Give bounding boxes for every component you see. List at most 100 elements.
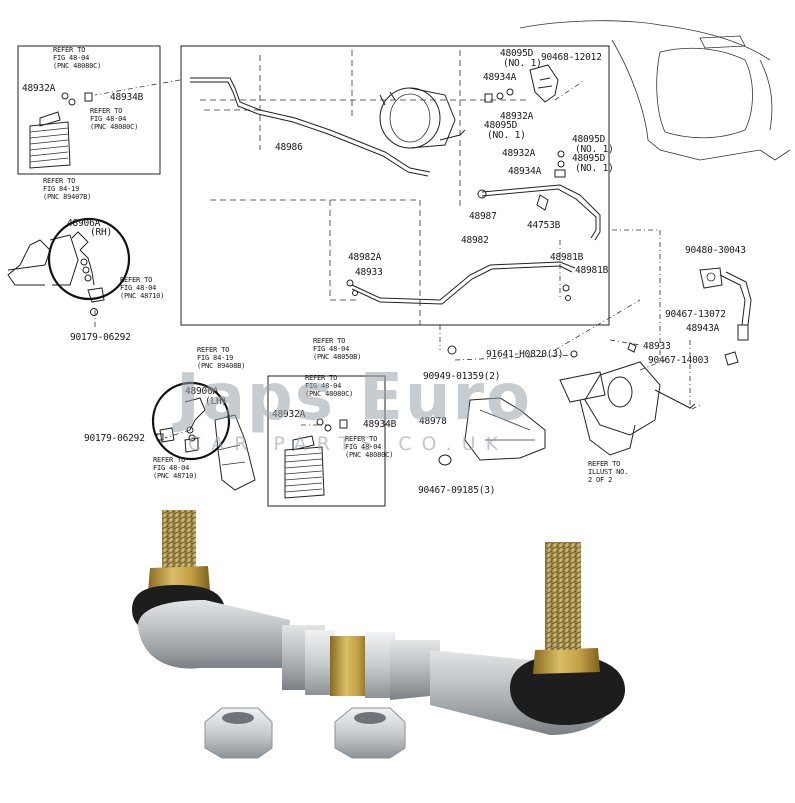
refer-note-line: (PNC 48710)	[153, 472, 197, 480]
part-number-label: 48934B	[110, 92, 144, 103]
sensor-rh-drawing	[7, 231, 105, 316]
part-number-label: 48982	[461, 235, 489, 246]
accumulator-drawing	[379, 87, 466, 149]
left-threaded-stud	[162, 510, 196, 572]
part-number-label: (NO. 1)	[503, 58, 542, 69]
refer-note-line: REFER TO	[197, 346, 229, 354]
refer-note-line: REFER TO	[345, 435, 377, 443]
part-number-label: 48933	[355, 267, 383, 278]
part-number-label: 48095D	[572, 134, 606, 145]
loose-nut-right	[334, 707, 406, 759]
valve-bracket	[346, 64, 571, 301]
part-number-label: (NO. 1)	[575, 163, 614, 174]
part-number-label: 48934A	[483, 72, 517, 83]
refer-note-line: FIG 48-04	[53, 54, 89, 62]
refer-note-line: (PNC 48080C)	[90, 123, 138, 131]
refer-note-line: FIG 48-04	[345, 443, 381, 451]
refer-note-line: REFER TO	[588, 460, 620, 468]
refer-note-line: REFER TO	[120, 276, 152, 284]
part-number-label: 48095D	[484, 120, 518, 131]
part-number-label: 90480-30043	[685, 245, 746, 256]
refer-note-line: FIG 84-19	[197, 354, 233, 362]
part-number-label: 90467-09185(3)	[418, 485, 495, 496]
part-number-label: (RH)	[90, 227, 112, 238]
refer-note-line: (PNC 48080C)	[345, 451, 393, 459]
boot-frame-upper	[17, 45, 161, 175]
bellows-boot-upper	[29, 92, 93, 169]
part-number-label: 91641-H0820(3)	[486, 349, 563, 360]
part-number-label: 48978	[419, 416, 447, 427]
part-number-label: 90949-01359(2)	[423, 371, 500, 382]
refer-note-line: REFER TO	[313, 337, 345, 345]
part-number-label: 90467-14003	[648, 355, 709, 366]
vehicle-body-outline	[519, 20, 791, 161]
sensor-tubes	[190, 77, 752, 326]
sensor-lh-drawing	[156, 397, 256, 491]
part-number-label: 48943A	[686, 323, 720, 334]
part-number-label: 90179-06292	[84, 433, 145, 444]
part-number-label: 48987	[469, 211, 497, 222]
refer-note-line: FIG 48-04	[90, 115, 126, 123]
part-number-label: 48906A	[185, 386, 219, 397]
loose-nut-left	[204, 707, 273, 759]
part-number-label: (NO. 1)	[487, 130, 526, 141]
left-brass-nut	[148, 566, 210, 592]
refer-note-line: REFER TO	[90, 107, 122, 115]
refer-note-line: ILLUST NO.	[588, 468, 628, 476]
center-adjuster	[330, 636, 370, 696]
refer-note-line: (PNC 48710)	[120, 292, 164, 300]
boot-frame-lower	[267, 375, 386, 507]
right-brass-nut	[533, 648, 600, 674]
part-number-label: 48932A	[22, 83, 56, 94]
part-number-label: 48932A	[272, 409, 306, 420]
refer-note-line: (PNC 48080C)	[305, 390, 353, 398]
refer-note-line: FIG 48-04	[120, 284, 156, 292]
part-number-label: 90468-12012	[541, 52, 602, 63]
part-number-label: (LH)	[205, 396, 227, 407]
part-number-label: 48932A	[502, 148, 536, 159]
part-number-label: 48982A	[348, 252, 382, 263]
part-number-label: 48095D	[500, 48, 534, 59]
refer-note-line: (PNC 48050B)	[313, 353, 361, 361]
main-assembly-frame	[180, 45, 610, 326]
refer-note-line: REFER TO	[53, 46, 85, 54]
part-number-label: 48932A	[500, 111, 534, 122]
product-photo-sensor-link	[132, 510, 625, 759]
refer-note-line: (PNC 89407B)	[43, 193, 91, 201]
part-number-label: 48934B	[363, 419, 397, 430]
highlight-circle-lh	[151, 381, 231, 461]
refer-note-line: FIG 48-04	[153, 464, 189, 472]
watermark-tagline: CAR PARTS.CO.UK	[188, 433, 508, 455]
refer-note-line: (PNC 89408B)	[197, 362, 245, 370]
refer-note-line: 2 OF 2	[588, 476, 612, 484]
part-number-label: 48981B	[550, 252, 584, 263]
right-threaded-stud	[545, 542, 581, 650]
refer-note-line: FIG 48-04	[305, 382, 341, 390]
guide-lines	[94, 50, 701, 439]
part-number-label: 48934A	[508, 166, 542, 177]
refer-note-line: REFER TO	[43, 177, 75, 185]
refer-note-line: (PNC 48080C)	[53, 62, 101, 70]
refer-note-line: REFER TO	[305, 374, 337, 382]
left-ball-joint-arm	[138, 600, 290, 669]
part-number-label: 90467-13072	[665, 309, 726, 320]
sensor-bracket-assembly	[438, 267, 749, 466]
part-number-label: 90179-06292	[70, 332, 131, 343]
refer-note-line: FIG 84-19	[43, 185, 79, 193]
highlight-circle-rh	[47, 217, 131, 301]
part-number-label: 48906A	[67, 218, 101, 229]
part-number-label: 48933	[643, 341, 671, 352]
refer-note-line: FIG 48-04	[313, 345, 349, 353]
part-number-label: 48986	[275, 142, 303, 153]
part-number-label: (NO. 1)	[575, 144, 614, 155]
watermark-logo-text: Japs Euro	[172, 361, 532, 435]
part-number-label: 44753B	[527, 220, 561, 231]
refer-note-line: REFER TO	[153, 456, 185, 464]
part-number-label: 48981B	[575, 265, 609, 276]
bellows-boot-lower	[284, 418, 348, 499]
part-number-label: 48095D	[572, 153, 606, 164]
